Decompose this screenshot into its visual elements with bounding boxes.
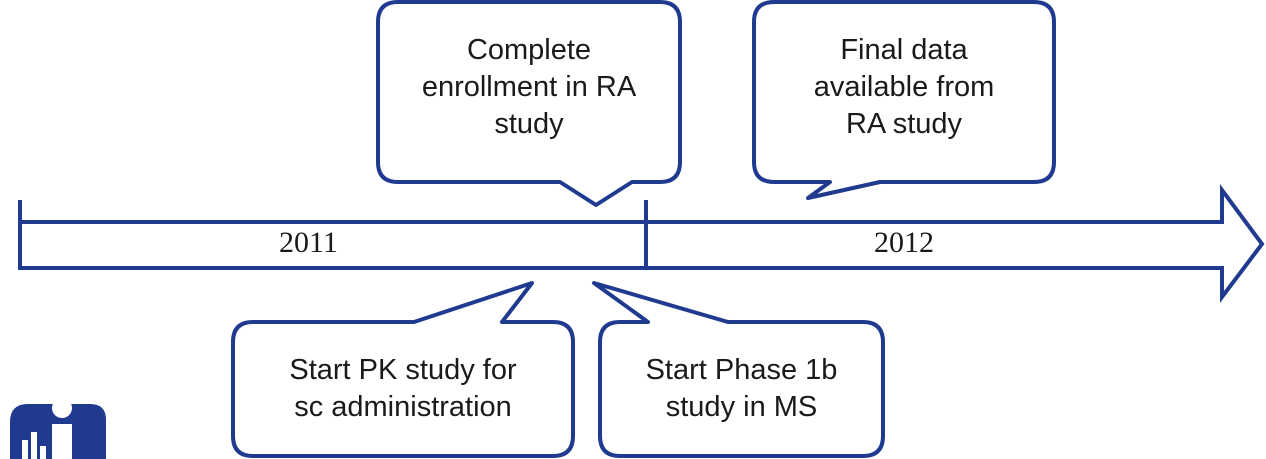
callout-final-data: Final data available from RA study [756, 32, 1052, 143]
callout-line: Start Phase 1b [645, 354, 838, 386]
callout-line: study [494, 108, 564, 140]
year-label-2012: 2012 [874, 226, 934, 259]
callout-start-pk-bubble [231, 281, 575, 458]
year-label-2011: 2011 [279, 226, 338, 259]
callout-line: sc administration [294, 391, 512, 423]
timeline-arrow [18, 183, 1265, 303]
callout-complete-enrollment-bubble [376, 0, 682, 207]
callout-line: study in MS [665, 391, 818, 423]
callout-final-data-bubble [752, 0, 1056, 200]
callout-start-pk: Start PK study for sc administration [235, 352, 571, 426]
callout-line: Final data [840, 34, 968, 66]
callout-line: Start PK study for [289, 354, 517, 386]
callout-line: RA study [845, 108, 963, 140]
person-city-logo-icon [10, 398, 106, 459]
callout-line: enrollment in RA [421, 71, 637, 103]
callout-complete-enrollment: Complete enrollment in RA study [380, 32, 678, 143]
callout-line: available from [813, 71, 995, 103]
callout-line: Complete [466, 34, 592, 66]
callout-start-phase: Start Phase 1b study in MS [602, 352, 881, 426]
callout-start-phase-bubble [592, 281, 885, 458]
